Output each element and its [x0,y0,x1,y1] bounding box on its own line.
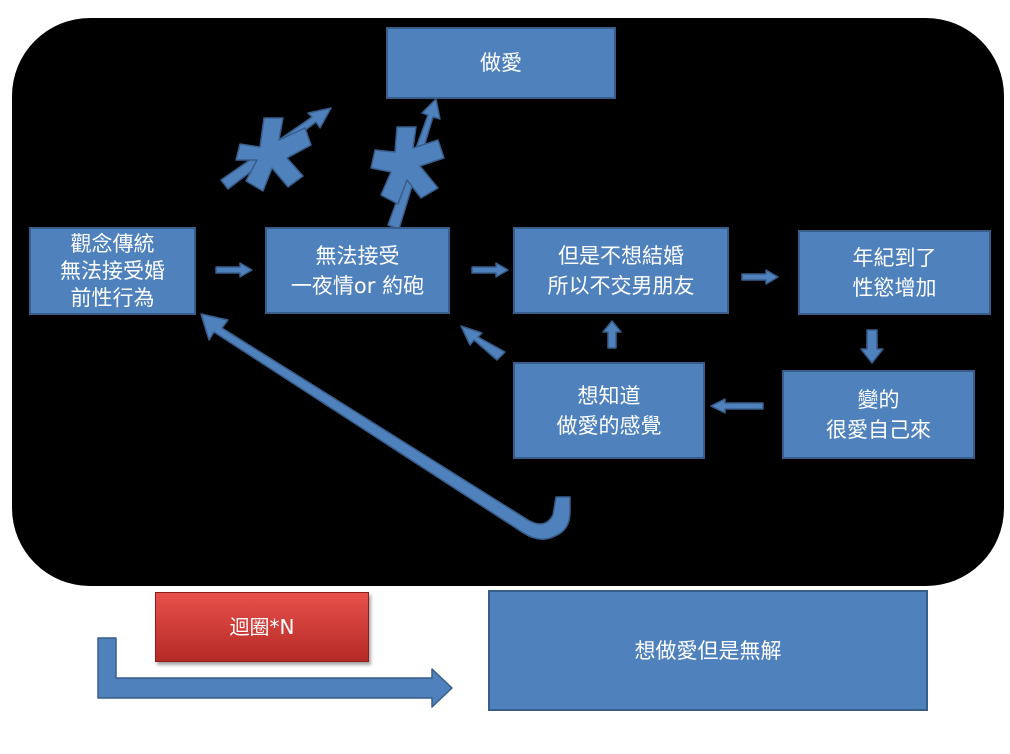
loop-label-box: 迴圈*N [155,592,369,662]
arrow-loop-to-result [97,637,453,708]
node-result: 想做愛但是無解 [488,590,928,711]
arrow-big-return [200,313,571,540]
node-no-marriage: 但是不想結婚 所以不交男朋友 [513,227,729,314]
node-age-libido: 年紀到了 性慾增加 [798,230,991,315]
arrow-nomarriage-to-age [741,269,779,285]
node-make-love: 做愛 [386,27,616,99]
arrow-traditional-to-onenight [215,262,253,278]
node-self-love: 變的 很愛自己來 [782,370,975,459]
arrow-onenight-to-nomarriage [471,262,509,278]
node-no-one-night-stand: 無法接受 一夜情or 約砲 [265,227,450,314]
blocked-x-mark-left [235,117,312,192]
arrow-curious-to-onenight [460,325,506,361]
node-traditional-values: 觀念傳統 無法接受婚 前性行為 [29,227,196,315]
arrow-curious-to-nomarriage [602,320,622,349]
node-curious: 想知道 做愛的感覺 [513,362,705,459]
arrow-selflove-to-curious [710,398,764,414]
arrow-age-to-selflove [860,329,884,364]
blocked-x-mark-right [370,126,445,205]
